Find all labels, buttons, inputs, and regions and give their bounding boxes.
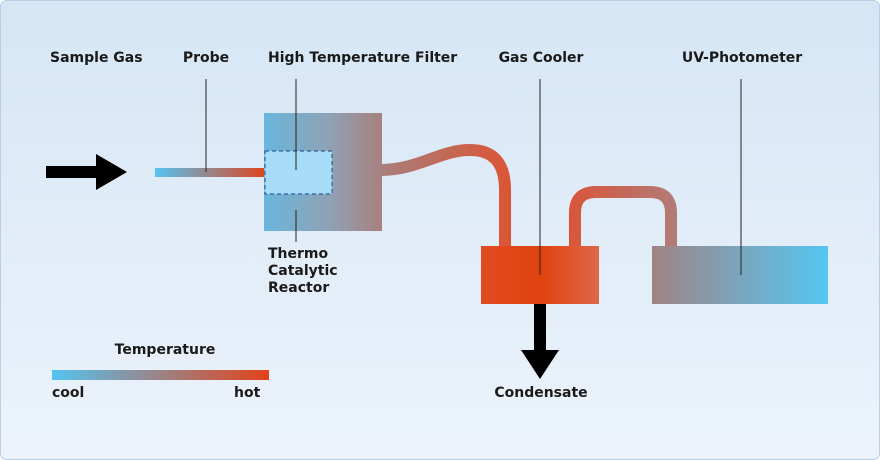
temperature-legend-title: Temperature [114, 342, 216, 358]
legend-cool-label: cool [52, 385, 85, 401]
reactor-dashed-outline [264, 150, 333, 195]
leader-lines [205, 79, 742, 275]
legend-hot-label: hot [234, 385, 261, 401]
reactor-label-line-2: Catalytic [268, 263, 338, 279]
probe-label: Probe [182, 50, 230, 66]
filter-to-cooler-tube [379, 144, 511, 250]
gas-cooler-label: Gas Cooler [498, 50, 584, 66]
reactor-label-line-3: Reactor [268, 280, 330, 296]
high-temperature-filter-label: High Temperature Filter [268, 50, 458, 66]
thermo-catalytic-reactor-box [265, 151, 332, 194]
condensate-label: Condensate [494, 385, 588, 401]
uv-photometer-box [652, 246, 828, 304]
sample-gas-label: Sample Gas [50, 50, 143, 66]
condensate-arrow [521, 304, 559, 379]
reactor-label: Thermo Catalytic Reactor [268, 246, 338, 297]
cooler-to-photometer-tube [569, 186, 677, 250]
probe-tube [155, 168, 267, 177]
uv-photometer-label: UV-Photometer [681, 50, 803, 66]
temperature-legend-bar [52, 370, 269, 380]
sample-gas-arrow [46, 154, 127, 190]
reactor-label-line-1: Thermo [268, 246, 329, 262]
